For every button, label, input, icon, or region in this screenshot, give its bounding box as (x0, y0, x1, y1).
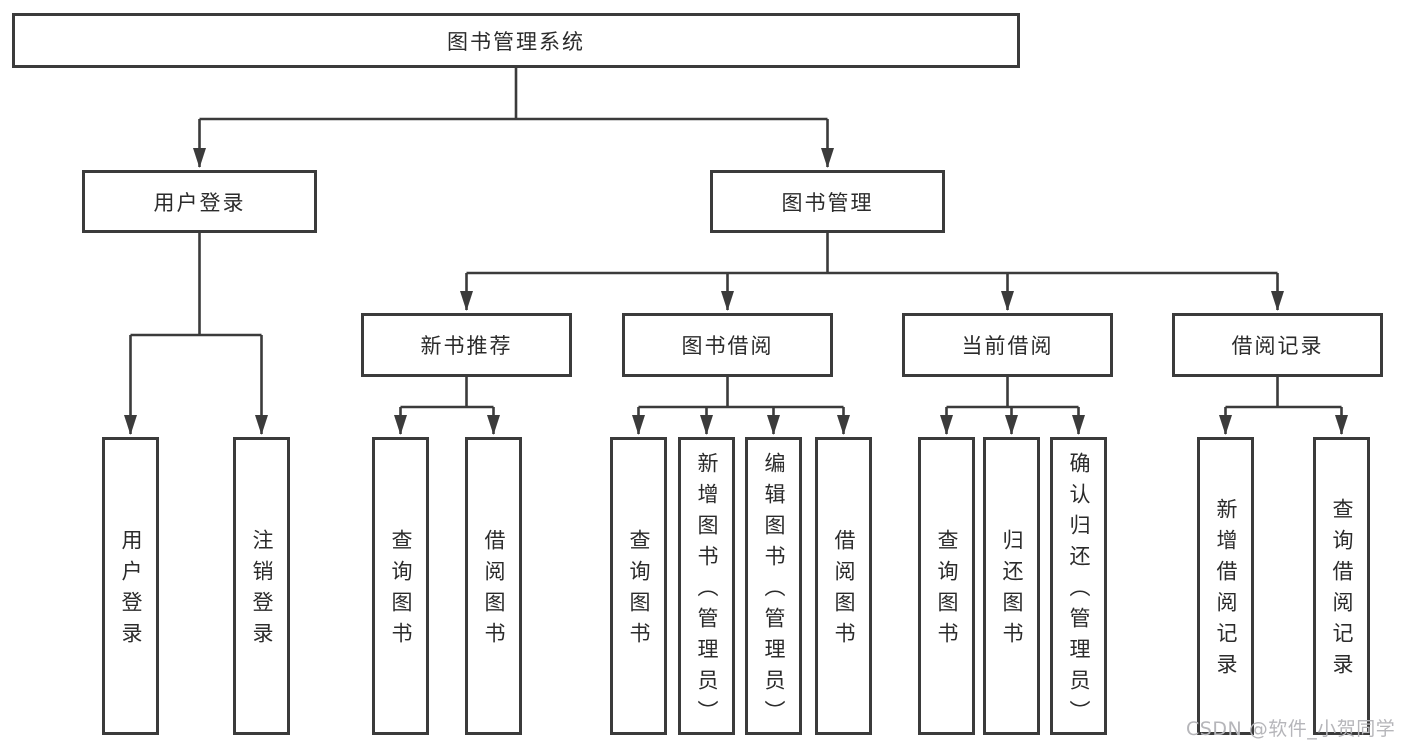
leaf-nb-borrow-books: 借阅图书 (465, 437, 522, 735)
node-label: 新增图书（管理员） (695, 451, 719, 731)
node-label: 确认归还（管理员） (1067, 451, 1091, 731)
leaf-cb-confirm-return-admin: 确认归还（管理员） (1050, 437, 1107, 735)
watermark-text: CSDN @软件_小贺同学 (1186, 718, 1396, 740)
leaf-br-query-borrow-record: 查询借阅记录 (1313, 437, 1370, 735)
leaf-bb-borrow-books: 借阅图书 (815, 437, 872, 735)
node-label: 当前借阅 (961, 334, 1054, 358)
node-user-login: 用户登录 (82, 170, 317, 233)
node-new-book-recommendation: 新书推荐 (361, 313, 572, 377)
leaf-user-login: 用户登录 (102, 437, 159, 735)
leaf-cb-return-books: 归还图书 (983, 437, 1040, 735)
leaf-bb-add-books-admin: 新增图书（管理员） (678, 437, 735, 735)
node-label: 图书管理 (781, 190, 874, 215)
leaf-logout: 注销登录 (233, 437, 290, 735)
node-label: 查询图书 (389, 529, 413, 653)
node-label: 查询图书 (935, 529, 959, 653)
node-label: 用户登录 (119, 529, 143, 653)
leaf-bb-edit-books-admin: 编辑图书（管理员） (745, 437, 802, 735)
leaf-br-add-borrow-record: 新增借阅记录 (1197, 437, 1254, 735)
leaf-bb-query-books: 查询图书 (610, 437, 667, 735)
node-label: 借阅图书 (482, 529, 506, 653)
node-label: 借阅图书 (832, 529, 856, 653)
node-label: 新书推荐 (420, 334, 513, 358)
node-label: 注销登录 (250, 529, 274, 653)
node-label: 归还图书 (1000, 529, 1024, 653)
node-library-management-system: 图书管理系统 (12, 13, 1020, 68)
node-borrowing-records: 借阅记录 (1172, 313, 1383, 377)
node-label: 借阅记录 (1231, 334, 1324, 358)
node-current-borrowing: 当前借阅 (902, 313, 1113, 377)
node-label: 新增借阅记录 (1214, 498, 1238, 684)
node-book-management: 图书管理 (710, 170, 945, 233)
node-label: 查询借阅记录 (1330, 498, 1354, 684)
node-label: 图书管理系统 (447, 29, 585, 54)
leaf-nb-query-books: 查询图书 (372, 437, 429, 735)
node-label: 编辑图书（管理员） (762, 451, 786, 731)
node-book-borrowing: 图书借阅 (622, 313, 833, 377)
node-label: 用户登录 (153, 190, 246, 215)
node-label: 查询图书 (627, 529, 651, 653)
leaf-cb-query-books: 查询图书 (918, 437, 975, 735)
node-label: 图书借阅 (681, 334, 774, 358)
